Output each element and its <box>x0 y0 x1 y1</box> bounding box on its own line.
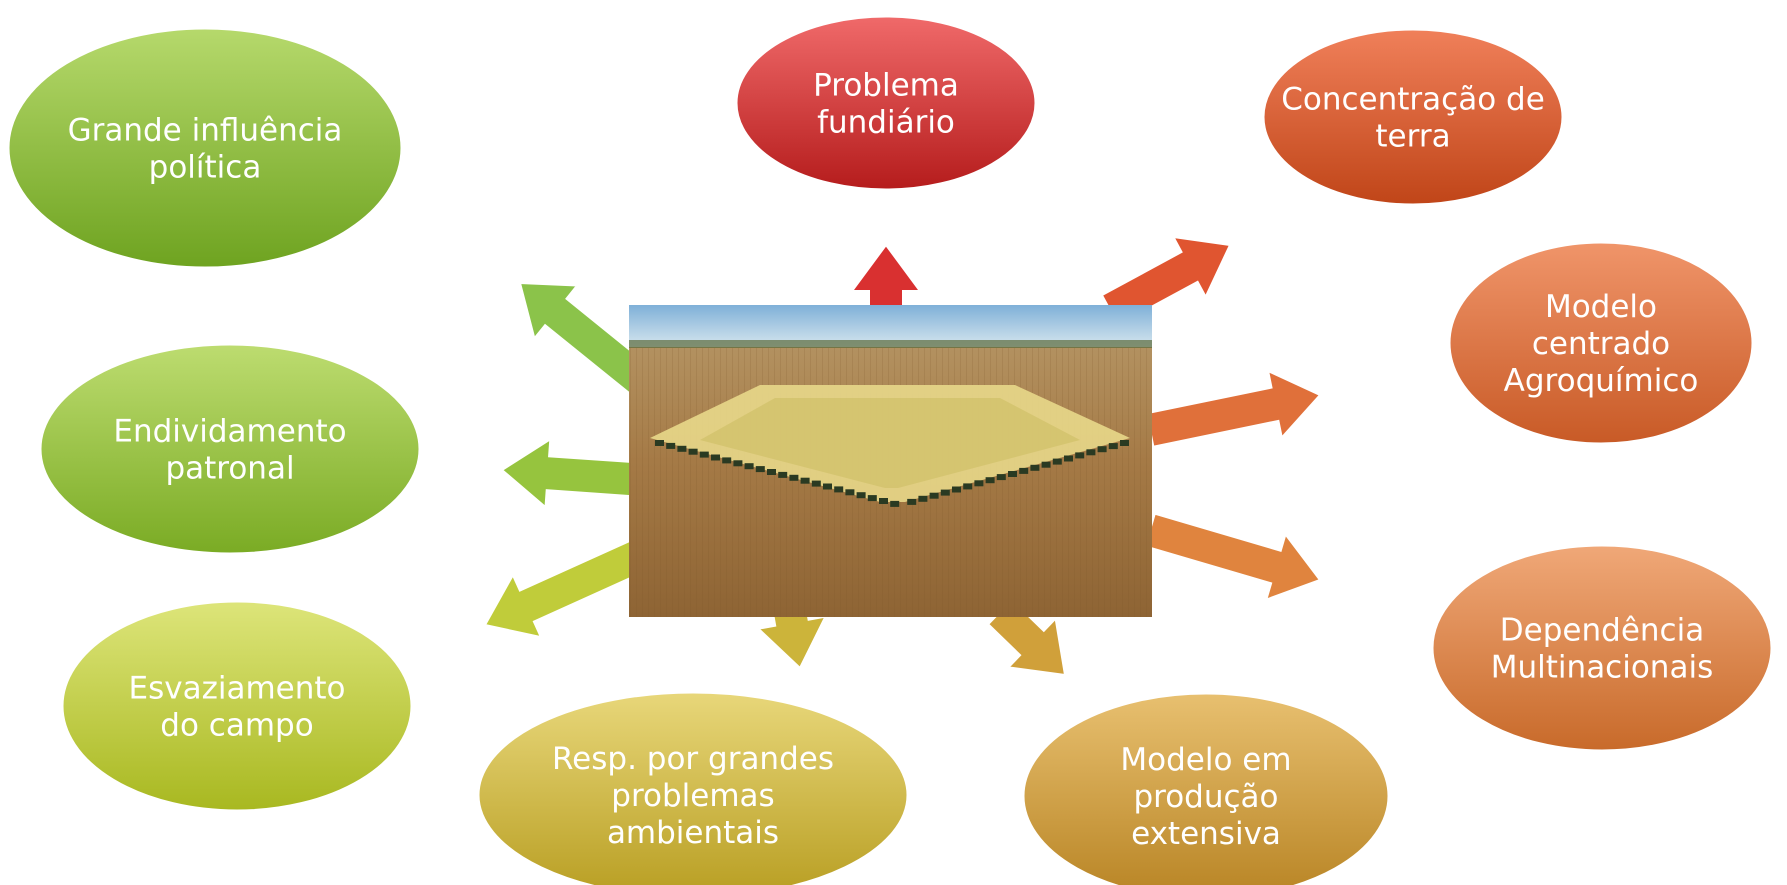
node-problema-fundiario-arrow <box>850 243 922 311</box>
node-modelo-extensiva-label-line: extensiva <box>1131 816 1281 852</box>
node-modelo-agroquimico-label-line: Agroquímico <box>1504 363 1699 399</box>
node-endividamento-ellipse <box>38 342 422 556</box>
node-modelo-agroquimico-ellipse <box>1447 240 1755 446</box>
node-dependencia-arrow <box>1143 512 1322 602</box>
node-concentracao-terra-ellipse <box>1261 27 1565 207</box>
node-dependencia-ellipse <box>1430 543 1774 753</box>
node-grande-influencia-arrow <box>518 281 653 395</box>
node-modelo-extensiva-label-line: Modelo em <box>1120 742 1291 778</box>
node-resp-ambientais-label-line: Resp. por grandes <box>552 741 834 777</box>
node-esvaziamento-ellipse <box>60 599 414 813</box>
node-modelo-agroquimico-label-line: centrado <box>1532 326 1670 362</box>
node-resp-ambientais-label-line: ambientais <box>607 815 779 851</box>
arrows-layer <box>483 235 1322 677</box>
node-grande-influencia-ellipse <box>6 26 404 270</box>
node-concentracao-terra-label-line: Concentração de <box>1281 82 1545 118</box>
node-concentracao-terra-arrow <box>1100 235 1232 327</box>
node-modelo-agroquimico-arrow <box>1145 369 1322 448</box>
node-concentracao-terra-label-line: terra <box>1375 119 1450 155</box>
node-endividamento-label-line: Endividamento <box>113 414 346 450</box>
node-resp-ambientais-arrow <box>756 607 828 670</box>
node-endividamento-label-line: patronal <box>165 451 294 487</box>
node-modelo-agroquimico-label-line: Modelo <box>1545 289 1657 325</box>
node-problema-fundiario-ellipse <box>734 14 1038 192</box>
node-grande-influencia-label-line: política <box>149 150 262 186</box>
node-problema-fundiario-label-line: fundiário <box>817 105 955 141</box>
node-dependencia-label-line: Multinacionais <box>1491 650 1713 686</box>
node-endividamento-arrow <box>500 437 648 510</box>
node-modelo-extensiva-label-line: produção <box>1133 779 1278 815</box>
node-modelo-extensiva-ellipse <box>1021 691 1391 885</box>
node-resp-ambientais-ellipse <box>476 690 910 885</box>
node-esvaziamento-label-line: Esvaziamento <box>129 671 346 707</box>
node-grande-influencia-label-line: Grande influência <box>68 113 343 149</box>
harvest-field-photo <box>629 305 1152 617</box>
node-dependencia-label-line: Dependência <box>1500 613 1704 649</box>
node-esvaziamento-arrow <box>483 538 649 639</box>
node-problema-fundiario-label-line: Problema <box>813 68 959 104</box>
node-esvaziamento-label-line: do campo <box>160 708 313 744</box>
node-resp-ambientais-label-line: problemas <box>611 778 774 814</box>
